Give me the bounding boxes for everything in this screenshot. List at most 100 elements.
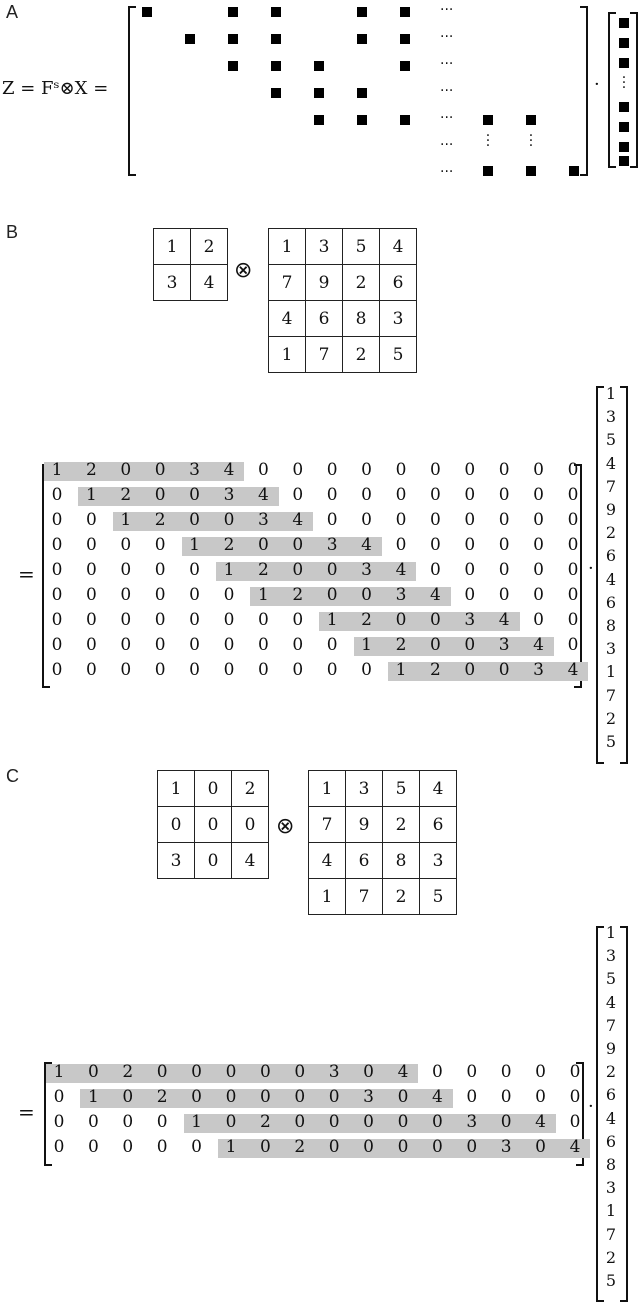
matrix-square	[400, 115, 410, 125]
matrix-entry: 2	[257, 560, 269, 580]
matrix-entry: 0	[395, 460, 407, 480]
matrix-entry: 0	[466, 1137, 478, 1157]
matrix-entry: 0	[189, 560, 200, 580]
matrix-entry: 0	[154, 535, 166, 555]
matrix-entry: 0	[191, 1087, 202, 1107]
grid-cell: 1	[308, 878, 346, 915]
matrix-square	[483, 115, 493, 125]
grid-cell: 0	[194, 806, 232, 843]
vector-entry: 3	[605, 1178, 617, 1198]
highlight-band	[112, 512, 314, 531]
matrix-square	[271, 34, 281, 44]
matrix-entry: 0	[429, 460, 441, 480]
grid-cell: 5	[382, 770, 420, 807]
matrix-entry: 0	[259, 1137, 271, 1157]
matrix-entry: 0	[466, 1087, 478, 1107]
matrix-entry: 0	[429, 485, 441, 505]
matrix-square	[357, 7, 367, 17]
grid-cell: 2	[382, 878, 420, 915]
vector-square	[619, 102, 629, 112]
matrix-square	[357, 34, 367, 44]
grid-cell: 1	[157, 770, 195, 807]
matrix-entry: 0	[326, 460, 338, 480]
matrix-entry: 3	[189, 460, 200, 480]
equals-sign: =	[18, 1100, 35, 1124]
highlight-band	[388, 662, 589, 681]
matrix-square	[357, 88, 367, 98]
vector-entry: 6	[605, 546, 617, 566]
matrix-entry: 0	[464, 560, 476, 580]
matrix-square	[228, 61, 238, 71]
grid-cell: 5	[379, 336, 417, 373]
matrix-entry: 3	[500, 1137, 512, 1157]
grid-cell: 3	[157, 842, 195, 879]
grid-cell: 5	[419, 878, 457, 915]
matrix-entry: 0	[122, 1112, 134, 1132]
grid-cell: 3	[419, 842, 457, 879]
matrix-entry: 0	[464, 510, 476, 530]
matrix-entry: 3	[533, 660, 544, 680]
matrix-entry: 0	[567, 510, 579, 530]
matrix-entry: 0	[259, 1062, 271, 1082]
matrix-entry: 0	[328, 1112, 340, 1132]
equation-label: Z = Fˢ⊗X =	[2, 78, 109, 99]
vector-entry: 7	[605, 685, 617, 705]
otimes-symbol: ⊗	[234, 258, 253, 283]
matrix-entry: 0	[567, 560, 579, 580]
matrix-entry: 0	[395, 485, 407, 505]
vector-entry: 4	[605, 992, 617, 1012]
matrix-entry: 0	[464, 660, 476, 680]
grid-cell: 6	[345, 842, 383, 879]
matrix-entry: 0	[464, 635, 476, 655]
matrix-entry: 0	[156, 1137, 168, 1157]
matrix-entry: 0	[223, 585, 235, 605]
grid-cell: 2	[231, 770, 269, 807]
matrix-entry: 0	[363, 1112, 374, 1132]
matrix-entry: 2	[154, 510, 166, 530]
matrix-entry: 1	[257, 585, 269, 605]
otimes-symbol: ⊗	[276, 814, 295, 839]
ellipsis: ···	[440, 137, 454, 153]
vector-entry: 3	[605, 407, 617, 427]
matrix-entry: 0	[395, 510, 407, 530]
matrix-entry: 0	[361, 485, 372, 505]
matrix-entry: 0	[51, 585, 63, 605]
matrix-entry: 0	[120, 535, 132, 555]
matrix-entry: 1	[85, 485, 97, 505]
matrix-entry: 0	[397, 1087, 409, 1107]
matrix-entry: 0	[361, 460, 372, 480]
matrix-entry: 0	[120, 560, 132, 580]
matrix-entry: 0	[122, 1137, 134, 1157]
matrix-entry: 0	[257, 460, 269, 480]
matrix-entry: 0	[466, 1062, 478, 1082]
vector-entry: 4	[605, 569, 617, 589]
matrix-entry: 0	[120, 635, 132, 655]
vector-square	[619, 122, 629, 132]
matrix-entry: 0	[498, 485, 510, 505]
matrix-entry: 1	[51, 460, 63, 480]
ellipsis: ···	[440, 29, 454, 45]
matrix-entry: 0	[328, 1087, 340, 1107]
matrix-entry: 0	[363, 1062, 374, 1082]
matrix-entry: 1	[361, 635, 372, 655]
matrix-entry: 0	[120, 660, 132, 680]
matrix-entry: 3	[223, 485, 235, 505]
matrix-entry: 2	[361, 610, 372, 630]
matrix-square	[271, 7, 281, 17]
vector-right-bracket	[630, 12, 638, 168]
matrix-entry: 0	[397, 1137, 409, 1157]
matrix-entry: 0	[429, 635, 441, 655]
vertical-ellipsis: ···	[485, 128, 491, 154]
matrix-entry: 0	[569, 1112, 581, 1132]
matrix-entry: 0	[85, 635, 97, 655]
matrix-entry: 0	[87, 1062, 99, 1082]
grid-cell: 4	[231, 842, 269, 879]
matrix-entry: 2	[395, 635, 407, 655]
matrix-square	[483, 166, 493, 176]
matrix-entry: 0	[189, 485, 200, 505]
matrix-entry: 4	[533, 635, 544, 655]
matrix-entry: 0	[120, 610, 132, 630]
matrix-entry: 0	[567, 585, 579, 605]
